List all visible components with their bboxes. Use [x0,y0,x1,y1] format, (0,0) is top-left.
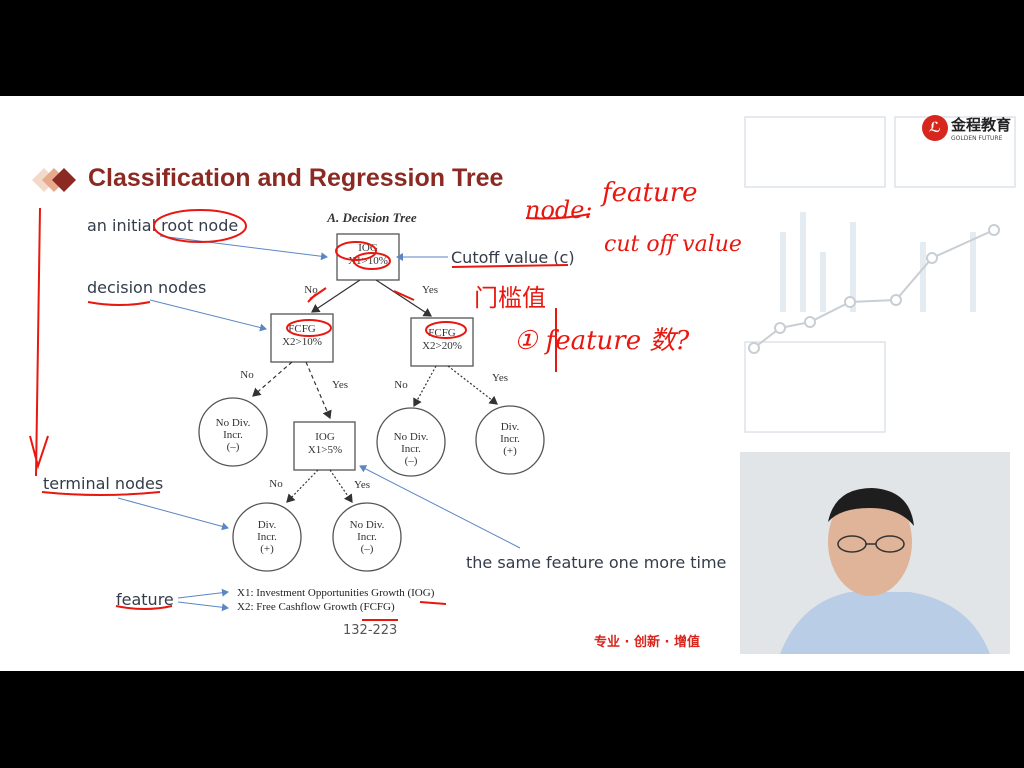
annotation-question: ① feature 数? [514,326,690,356]
tree-label: (–) [405,455,418,467]
tree-label: Yes [354,479,370,491]
tree-label: X1>5% [308,444,342,456]
trend-line-decoration [748,224,1000,354]
tree-label: Div. [258,519,277,531]
tree-label: X1>10% [348,255,388,267]
tree-label: (–) [361,543,374,555]
tree-label: No [240,369,254,381]
tree-label: Incr. [357,531,377,543]
logo-en: GOLDEN FUTURE [951,135,1003,142]
legend-x1: X1: Investment Opportunities Growth (IOG… [237,587,435,599]
cutoff-label: Cutoff value (c) [451,248,575,267]
tree-label: Yes [422,284,438,296]
tree-label: No Div. [216,417,251,429]
tree-label: No Div. [350,519,385,531]
title-diamond-icon [32,168,76,192]
tree-label: Yes [332,379,348,391]
same-feature-label: the same feature one more time [466,553,727,572]
annotation-node: node: [525,196,593,224]
leaf-4 [475,405,545,475]
tree-label: Yes [492,372,508,384]
lecturer-image [740,452,1010,654]
tree-label: X2>20% [422,340,462,352]
tree-label: Incr. [401,443,421,455]
red-ink-marks [29,207,591,621]
mid-decision-box [293,421,356,471]
page-number: 132-223 [343,623,398,638]
background-decoration [740,112,1024,442]
slide: ℒ 金程教育 GOLDEN FUTURE Classification and … [0,96,1024,671]
annotation-feature: feature [602,178,698,208]
lecturer-video [740,452,1010,654]
annotation-threshold: 门槛值 [474,284,546,312]
decision-nodes-label: decision nodes [87,278,207,297]
leaf-3 [376,407,446,477]
annotation-cutoff: cut off value [604,232,742,257]
leaf-1 [198,397,268,467]
logo-icon: ℒ [922,115,948,141]
root-node-label: an initial root node [87,216,239,235]
tree-label: (+) [260,543,274,555]
tree-label: X2>10% [282,336,322,348]
logo-cn: 金程教育 [951,116,1012,134]
tree-label: (+) [503,445,517,457]
tree-label: Div. [501,421,520,433]
tree-label: Incr. [257,531,277,543]
tree-label: (–) [227,441,240,453]
legend-x2: X2: Free Cashflow Growth (FCFG) [237,601,395,613]
tree-label: No [394,379,408,391]
leaf-6 [332,502,402,572]
tree-label: IOG [315,431,335,443]
terminal-nodes-label: terminal nodes [43,474,164,493]
tree-label: Incr. [500,433,520,445]
leaf-5 [232,502,302,572]
tree-label: Incr. [223,429,243,441]
tree-label: No [304,284,318,296]
tree-label: No [269,478,283,490]
slide-title: Classification and Regression Tree [88,164,504,192]
feature-label: feature [116,590,174,609]
tree-title: A. Decision Tree [326,210,417,225]
slogan: 专业 · 创新 · 增值 [594,635,700,650]
tree-label: FCFG [288,323,316,335]
tree-label: No Div. [394,431,429,443]
logo: ℒ 金程教育 GOLDEN FUTURE [922,114,1011,142]
